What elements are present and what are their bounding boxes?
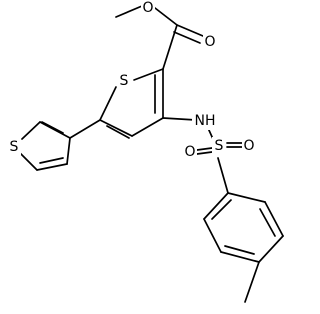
bonds (19, 5, 284, 303)
bond-ar2-ar3 (264, 201, 284, 237)
thienyl-sulfur-atom: S (7, 138, 21, 156)
bond-thienyl-c2-s (21, 121, 41, 140)
bond-c5-c4 (99, 119, 133, 137)
bond-ar4-ar5-inner (224, 245, 255, 255)
sulfonyl-sulfur-atom: S (212, 137, 226, 155)
bond-ar1-ar2 (227, 192, 266, 203)
thienyl-sulfur-label: S (10, 139, 19, 155)
thiophene-sulfur-label: S (120, 73, 129, 89)
bond-ar5-ar6 (203, 218, 222, 253)
sulfonyl-oxygen-left-atom: O (183, 143, 197, 161)
bond-carbonyl-c2 (162, 24, 178, 70)
bond-ar4-ar5 (220, 251, 260, 263)
ester-oxygen-atom: O (141, 0, 155, 16)
ester-oxygen-label: O (142, 0, 153, 16)
amine-nh-atom: NH (192, 112, 218, 130)
bond-thienyl-c5-c4 (36, 163, 68, 171)
sulfonyl-oxygen-right-atom: O (242, 137, 256, 155)
bond-s-aryl (217, 157, 229, 194)
carbonyl-oxygen-atom: O (203, 34, 217, 50)
bond-c2-s1 (133, 68, 164, 81)
bond-thienyl-s-c5 (19, 152, 38, 171)
bond-methyl-o (115, 5, 143, 18)
amine-nh-label: NH (195, 113, 216, 129)
bond-carbonyl-double-1 (176, 24, 204, 37)
bond-thienyl-c5-c4-inner (39, 157, 64, 164)
sulfonyl-oxygen-right-label: O (243, 138, 254, 154)
bond-s1-c5 (99, 86, 117, 121)
bond-carbonyl-double-2 (173, 31, 201, 44)
atom-labels: O O S S NH S O O (7, 0, 256, 161)
bond-ar6-ar1 (203, 192, 229, 220)
bond-thienyl-c4-c3 (66, 137, 71, 165)
bond-ar2-ar3-inner (259, 208, 276, 237)
sulfonyl-sulfur-label: S (215, 138, 224, 154)
bond-ar4-methyl (244, 261, 260, 303)
thiophene-sulfur-atom: S (117, 72, 131, 90)
bond-thienyl-c3-c2 (39, 121, 71, 139)
bond-ar3-ar4 (258, 235, 284, 263)
carbonyl-oxygen-label: O (204, 34, 215, 50)
bond-c5-thienyl (69, 119, 101, 139)
chemical-structure-diagram: O O S S NH S O O (7, 0, 284, 303)
bond-s-o-left-2 (196, 151, 213, 155)
bond-ar6-ar1-inner (211, 199, 232, 220)
bond-c4-c3 (131, 117, 164, 137)
bond-thienyl-c3-c2-inner (41, 121, 64, 134)
bond-s-o-left-1 (196, 147, 213, 151)
bond-c3-nh (162, 117, 197, 121)
bond-c5-c4-inner (106, 125, 130, 139)
sulfonyl-oxygen-left-label: O (184, 144, 195, 160)
bond-o-carbonyl-c (154, 7, 178, 26)
